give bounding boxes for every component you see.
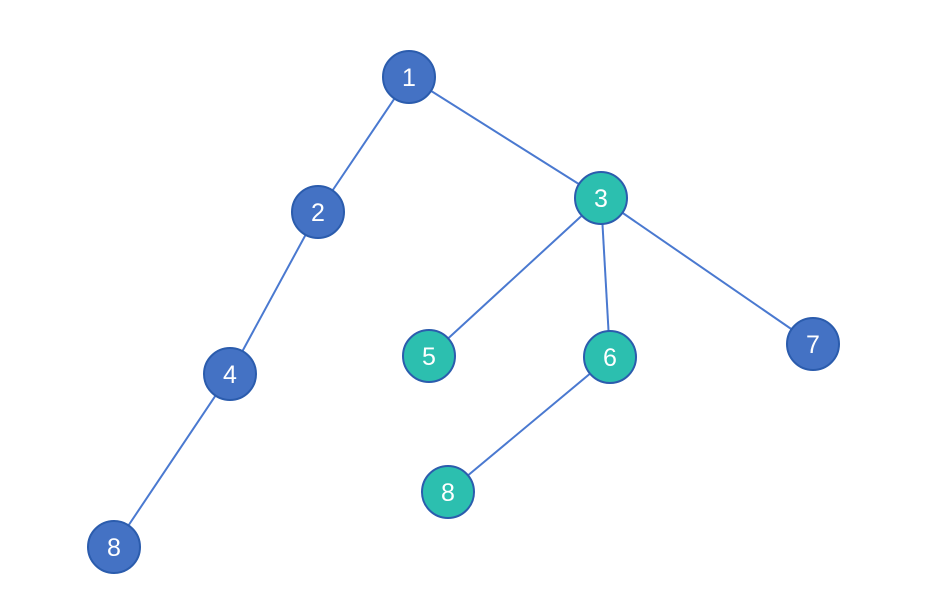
edge-6-8	[447, 356, 611, 493]
node-circle-n1[interactable]	[382, 50, 436, 104]
graph-node-n4[interactable]: 4	[203, 347, 257, 401]
graph-node-n8b[interactable]: 8	[87, 520, 141, 574]
graph-node-n7[interactable]: 7	[786, 317, 840, 371]
node-circle-n2[interactable]	[291, 185, 345, 239]
graph-node-n5[interactable]: 5	[402, 329, 456, 383]
graph-node-n2[interactable]: 2	[291, 185, 345, 239]
node-circle-n4[interactable]	[203, 347, 257, 401]
graph-node-n1[interactable]: 1	[382, 50, 436, 104]
node-circle-n3[interactable]	[574, 171, 628, 225]
edge-4-8	[113, 373, 231, 548]
edge-3-7	[600, 197, 814, 345]
graph-node-n6[interactable]: 6	[583, 330, 637, 384]
node-circle-n8b[interactable]	[87, 520, 141, 574]
node-circle-n5[interactable]	[402, 329, 456, 383]
node-circle-n7[interactable]	[786, 317, 840, 371]
graph-node-n8t[interactable]: 8	[421, 465, 475, 519]
node-circle-n6[interactable]	[583, 330, 637, 384]
graph-node-n3[interactable]: 3	[574, 171, 628, 225]
edge-3-5	[428, 197, 602, 357]
edge-1-2	[317, 76, 410, 213]
edge-1-3	[408, 76, 602, 199]
node-circle-n8t[interactable]	[421, 465, 475, 519]
edge-2-4	[229, 211, 319, 375]
